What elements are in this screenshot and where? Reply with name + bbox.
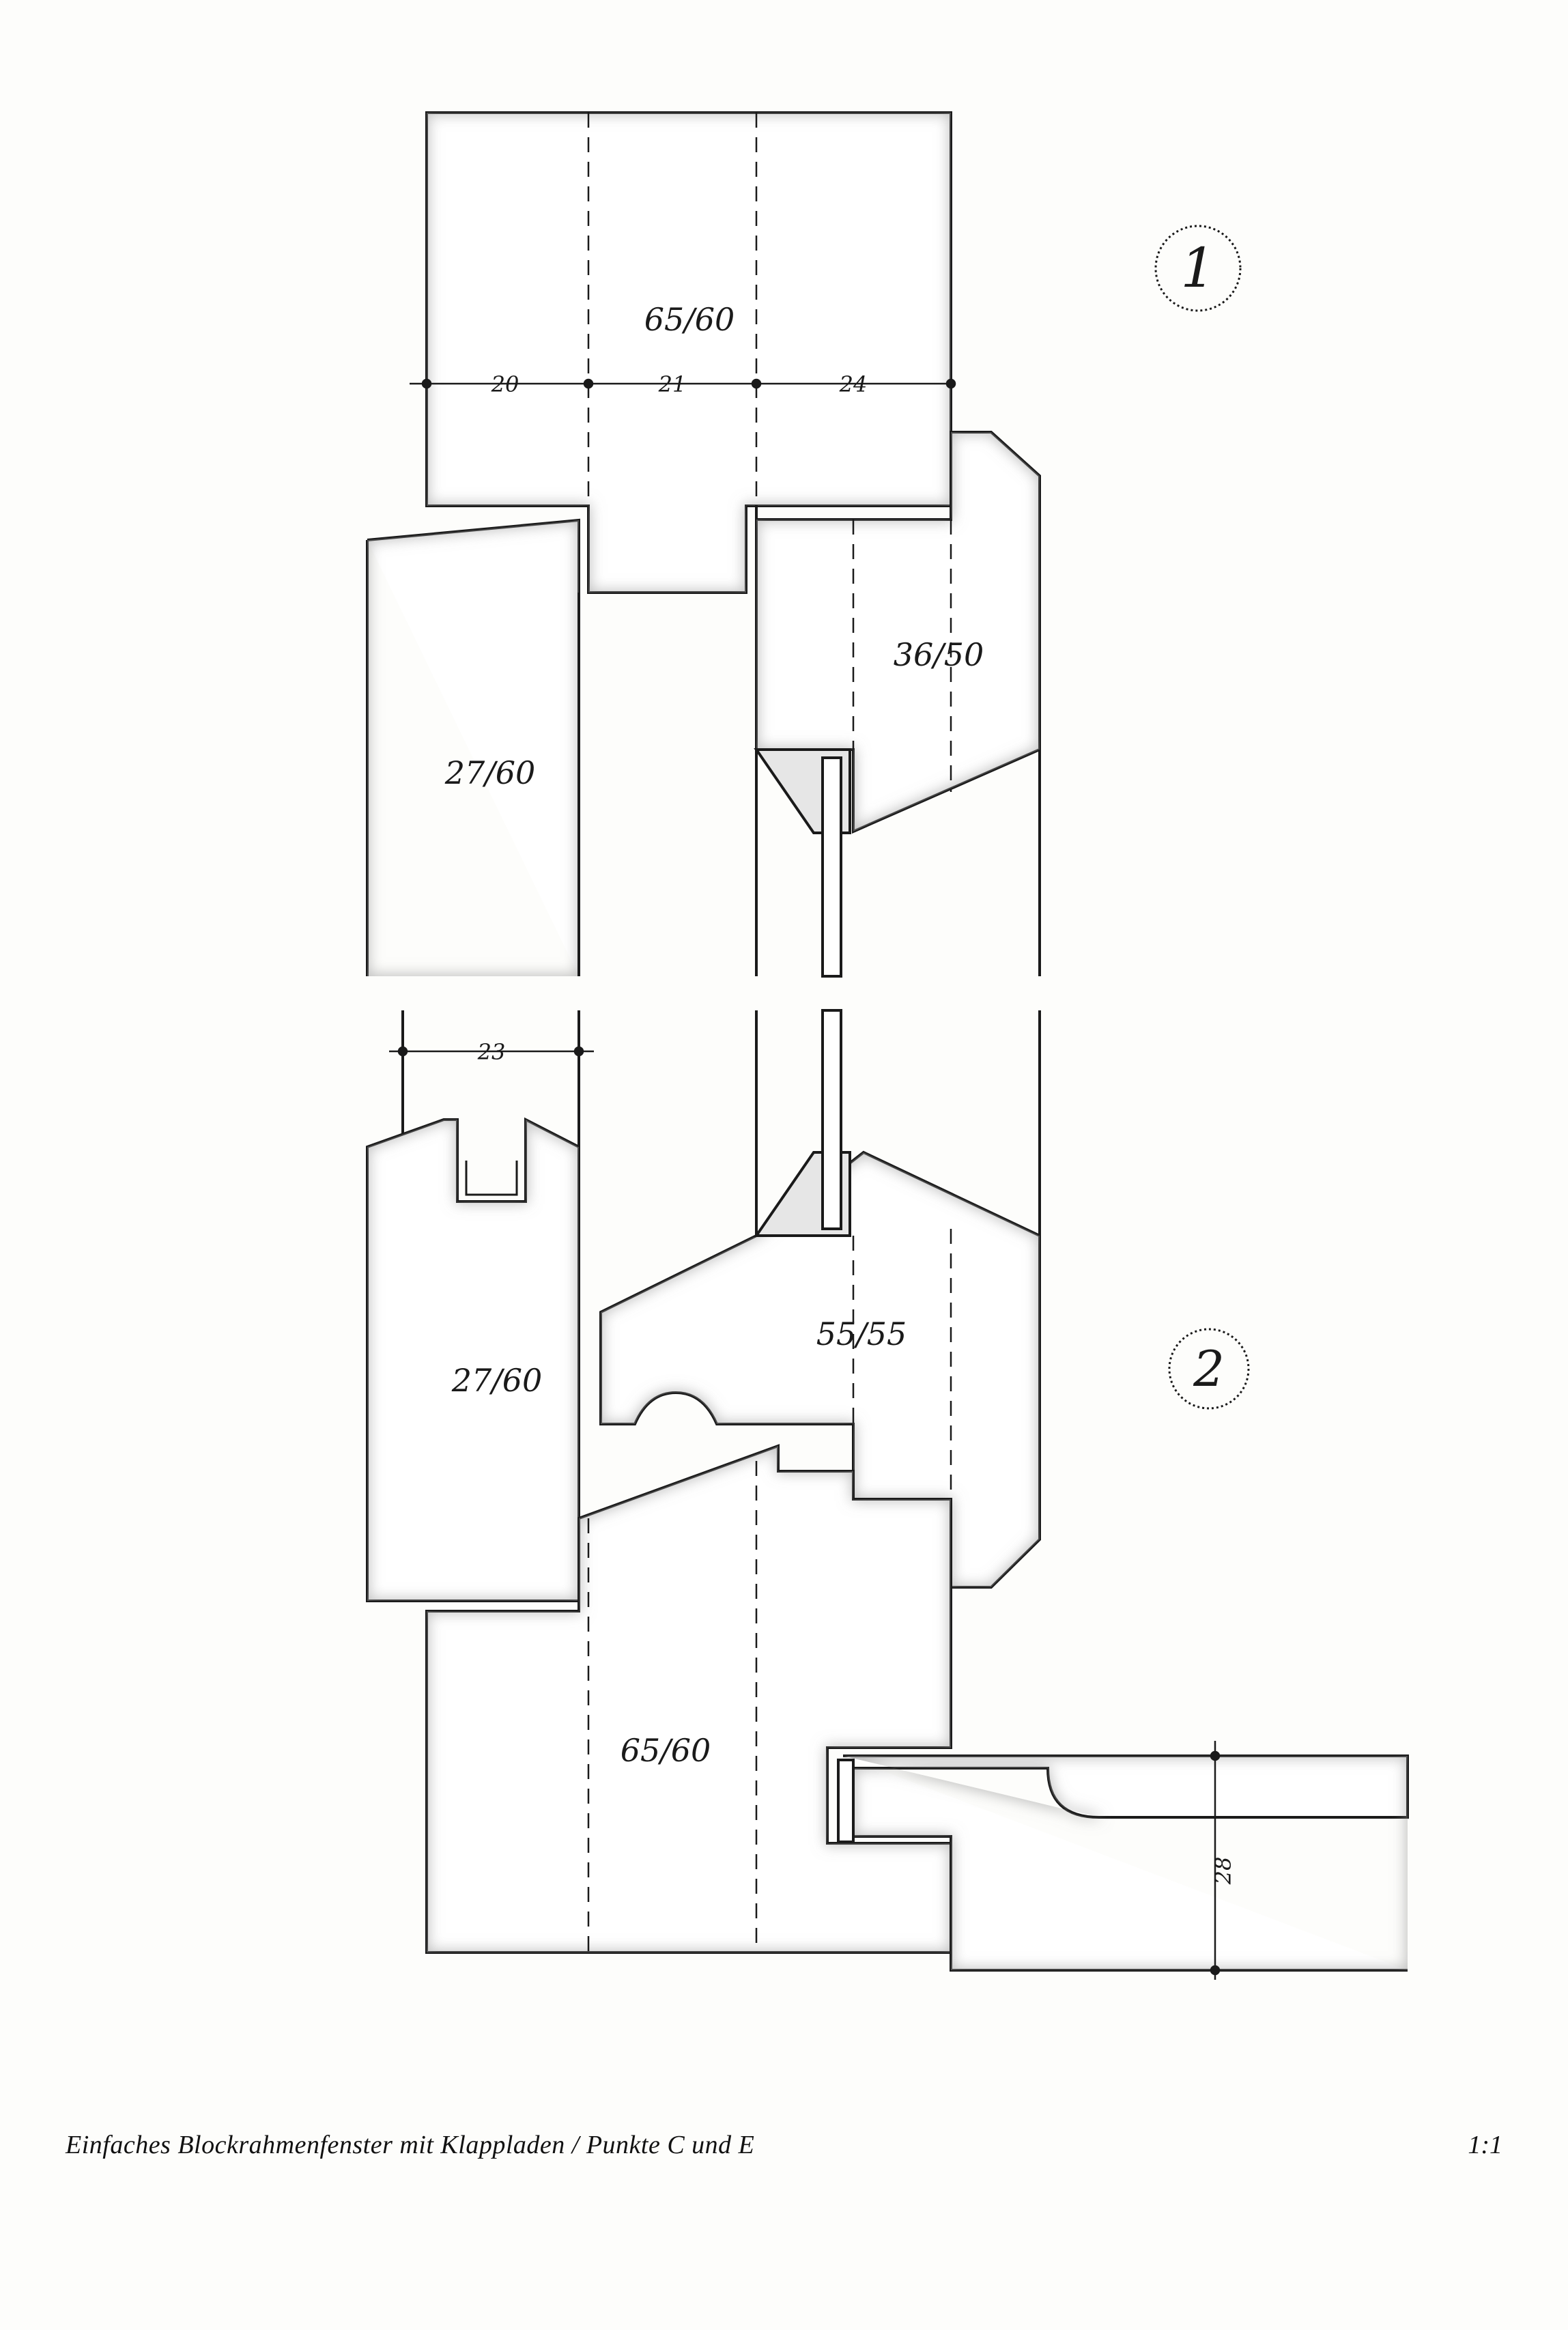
label-frame-bottom: 65/60: [621, 1732, 711, 1769]
svg-text:2: 2: [1193, 1340, 1225, 1397]
dimension-23: 23: [477, 1039, 506, 1065]
dimension-28: 28: [1210, 1857, 1236, 1886]
label-shutter-bottom: 27/60: [451, 1362, 543, 1399]
break-lines: [401, 593, 1041, 1236]
detail-marker-1: 1: [1154, 225, 1242, 312]
scale-label: 1:1: [1468, 2131, 1502, 2159]
frame-section-top: [425, 111, 952, 594]
label-sash-top: 36/50: [894, 636, 984, 673]
sash-section-top: [755, 431, 1041, 834]
dimension-lines: [389, 378, 1221, 1980]
glazing-bead-bottom: [754, 1009, 851, 1237]
sill-board: [837, 1754, 1409, 1972]
figure-caption: Einfaches Blockrahmenfenster mit Klappla…: [66, 2131, 755, 2159]
dimension-20: 20: [491, 371, 519, 397]
label-sash-bottom: 55/55: [816, 1316, 907, 1352]
shutter-section-top: [366, 518, 580, 976]
glazing-bead-top: [754, 748, 851, 978]
dimension-21: 21: [658, 371, 687, 397]
svg-text:1: 1: [1181, 236, 1216, 300]
frame-section-bottom: [425, 1444, 952, 1954]
construction-lines: [587, 113, 952, 1952]
label-shutter-top: 27/60: [444, 754, 536, 791]
label-frame-top: 65/60: [644, 301, 735, 338]
detail-marker-2: 2: [1168, 1328, 1250, 1410]
shutter-section-bottom: [366, 1117, 580, 1602]
dimension-24: 24: [839, 371, 868, 397]
